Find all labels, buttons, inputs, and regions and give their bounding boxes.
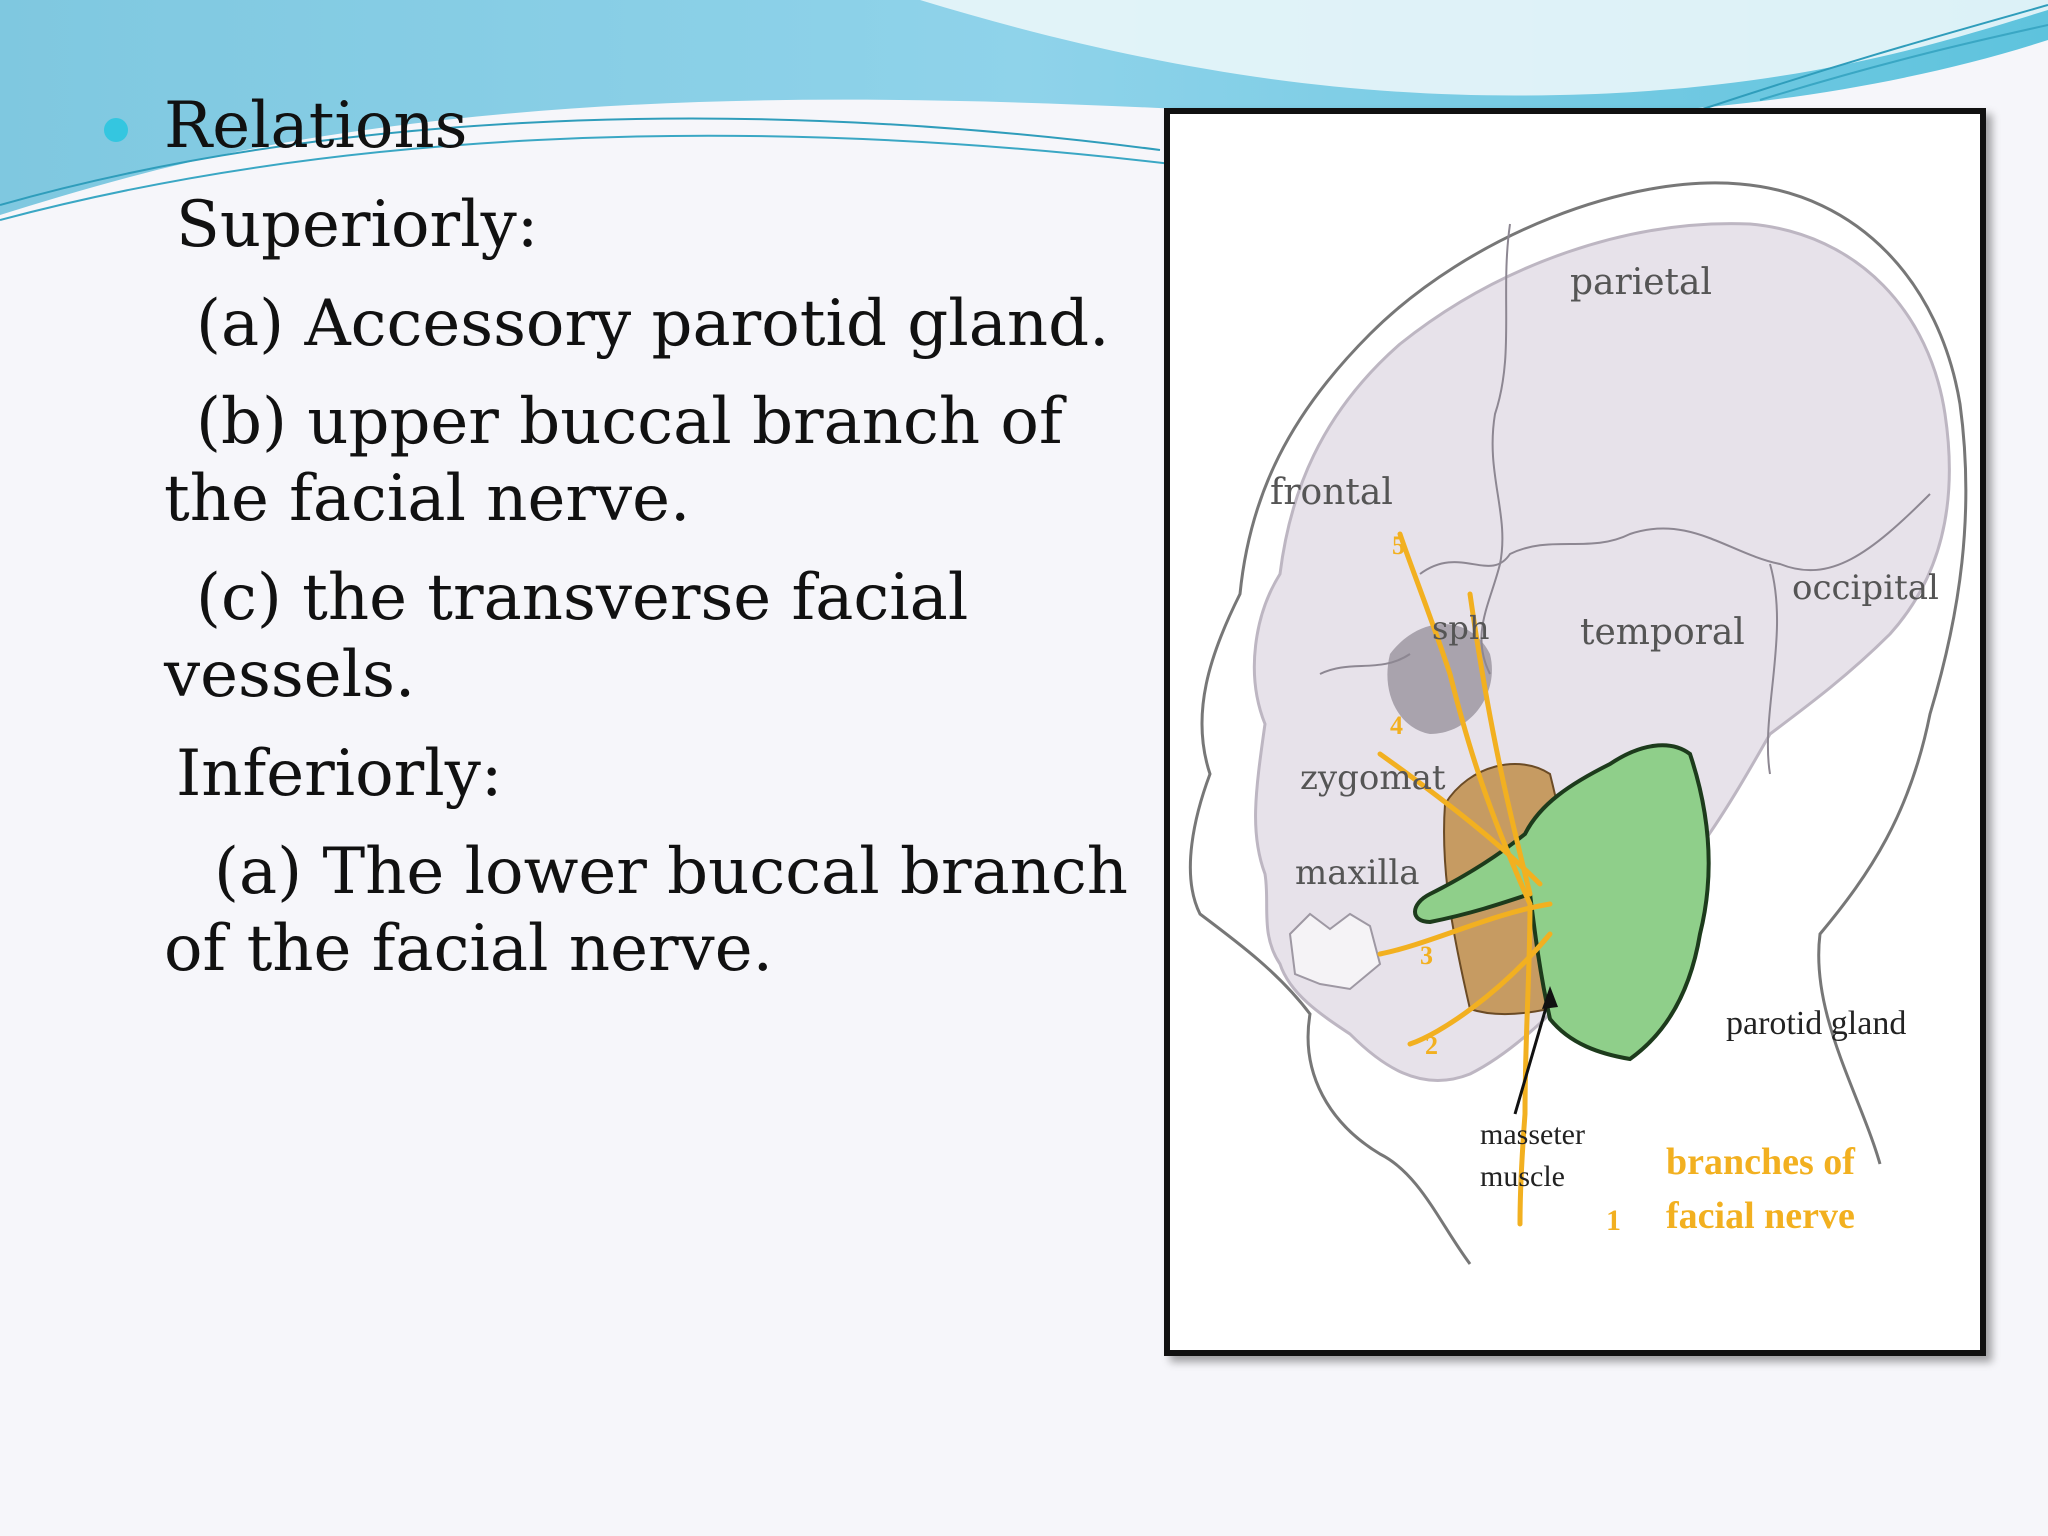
label-muscle: muscle xyxy=(1480,1160,1565,1193)
teeth xyxy=(1288,912,1382,991)
branch-number-5: 5 xyxy=(1392,531,1405,560)
branch-number-2: 2 xyxy=(1425,1031,1438,1060)
parotid-gland-shape xyxy=(1413,743,1711,1062)
branch-number-3: 3 xyxy=(1420,941,1433,970)
facial-nerve-branches xyxy=(1377,531,1553,1227)
label-maxilla: maxilla xyxy=(1295,853,1420,893)
label-masseter: masseter xyxy=(1480,1118,1585,1151)
orbit-shadow xyxy=(1387,624,1492,734)
label-frontal: frontal xyxy=(1270,472,1393,513)
inferior-heading: Inferiorly: xyxy=(176,736,503,811)
branch-number-1: 1 xyxy=(1606,1204,1621,1237)
label-zygomatic: zygomat xyxy=(1300,758,1446,798)
bullet-relations: Relations xyxy=(104,88,1130,165)
label-parotid-gland: parotid gland xyxy=(1726,1005,1906,1042)
skull-parotid-diagram: parietal frontal occipital sph temporal … xyxy=(1188,181,1968,1265)
anatomy-figure: parietal frontal occipital sph temporal … xyxy=(1164,108,1986,1356)
skull-shape xyxy=(1252,222,1951,1082)
superior-item-c: (c) the transverse facial vessels. xyxy=(164,560,969,712)
bullet-dot-icon xyxy=(104,118,128,142)
label-sph: sph xyxy=(1432,609,1490,647)
superior-item-b: (b) upper buccal branch of the facial ne… xyxy=(164,385,1063,537)
header-wave-decoration xyxy=(0,0,2048,221)
branch-number-4: 4 xyxy=(1390,711,1403,740)
label-parietal: parietal xyxy=(1570,262,1712,303)
label-temporal: temporal xyxy=(1580,612,1745,653)
slide-text: Relations Superiorly: (a) Accessory paro… xyxy=(104,88,1130,988)
label-branches: branches of xyxy=(1666,1141,1856,1183)
superior-heading: Superiorly: xyxy=(176,187,539,262)
superior-item-a: (a) Accessory parotid gland. xyxy=(196,286,1110,361)
label-facial-nerve: facial nerve xyxy=(1666,1195,1855,1237)
label-occipital: occipital xyxy=(1792,568,1939,608)
relations-title: Relations xyxy=(164,89,468,163)
inferior-item-a: (a) The lower buccal branch of the facia… xyxy=(164,835,1128,987)
head-outline xyxy=(1188,181,1968,1265)
